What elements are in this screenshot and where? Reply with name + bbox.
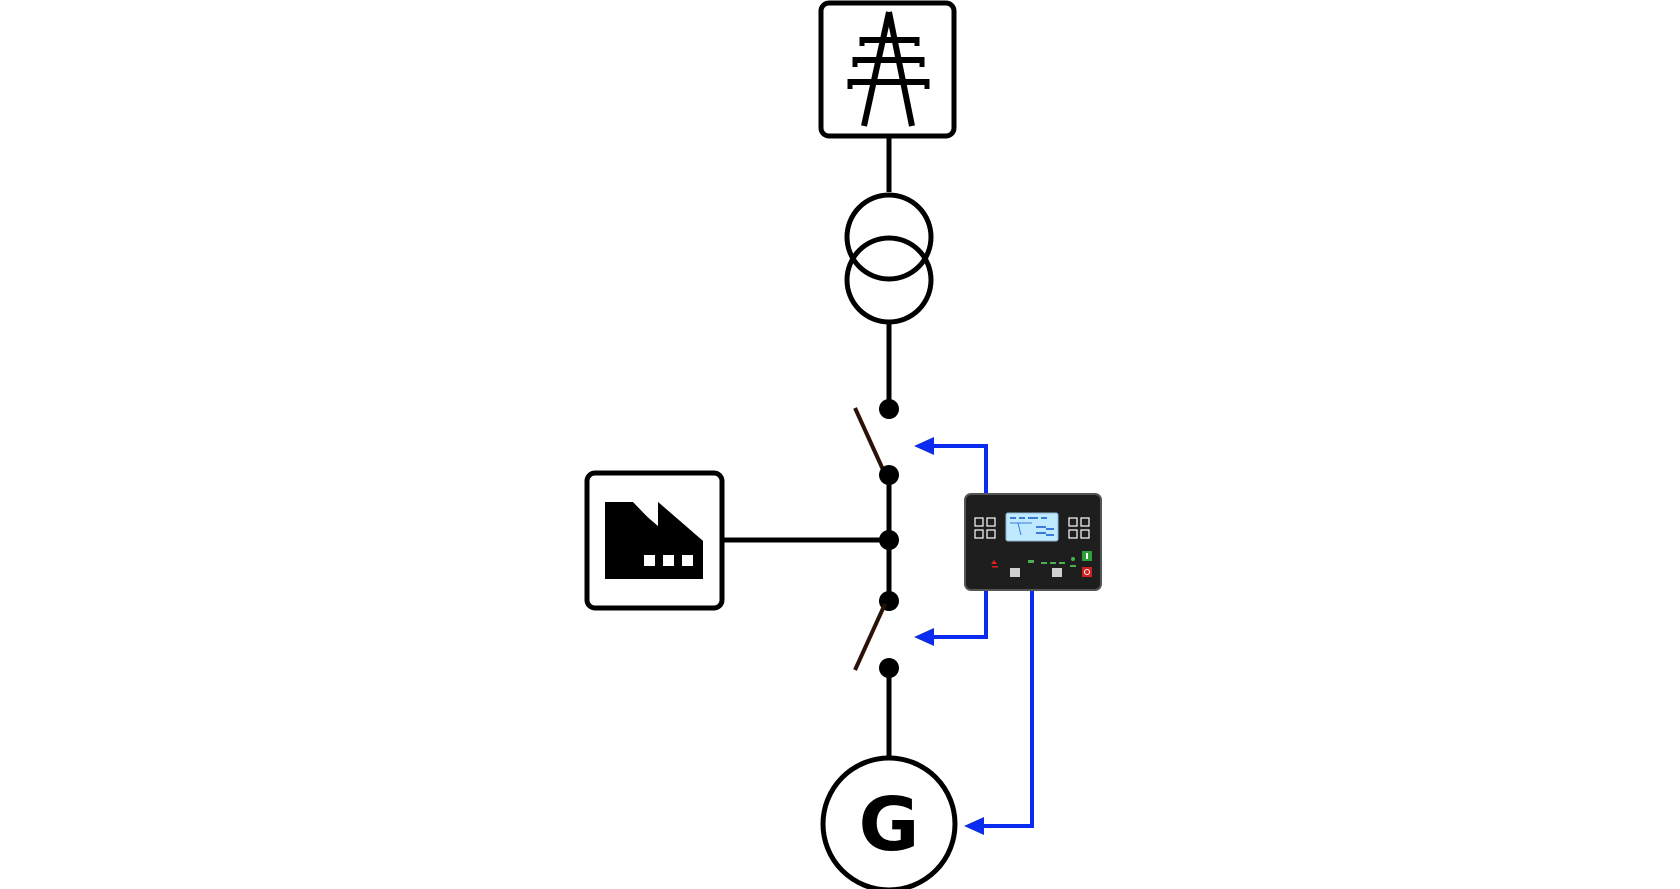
mains-breaker-switch (853, 399, 899, 485)
generator-breaker-switch (853, 591, 899, 678)
factory-icon (584, 470, 725, 611)
power-pylon-icon (818, 0, 957, 139)
control-link-generator (964, 588, 1034, 835)
control-link-generator-breaker (914, 588, 988, 646)
control-link-mains-breaker (914, 437, 988, 497)
transformer-icon (844, 192, 934, 325)
generator-icon: G (820, 755, 958, 889)
genset-controller-icon (964, 493, 1102, 591)
generator-label: G (859, 782, 920, 868)
